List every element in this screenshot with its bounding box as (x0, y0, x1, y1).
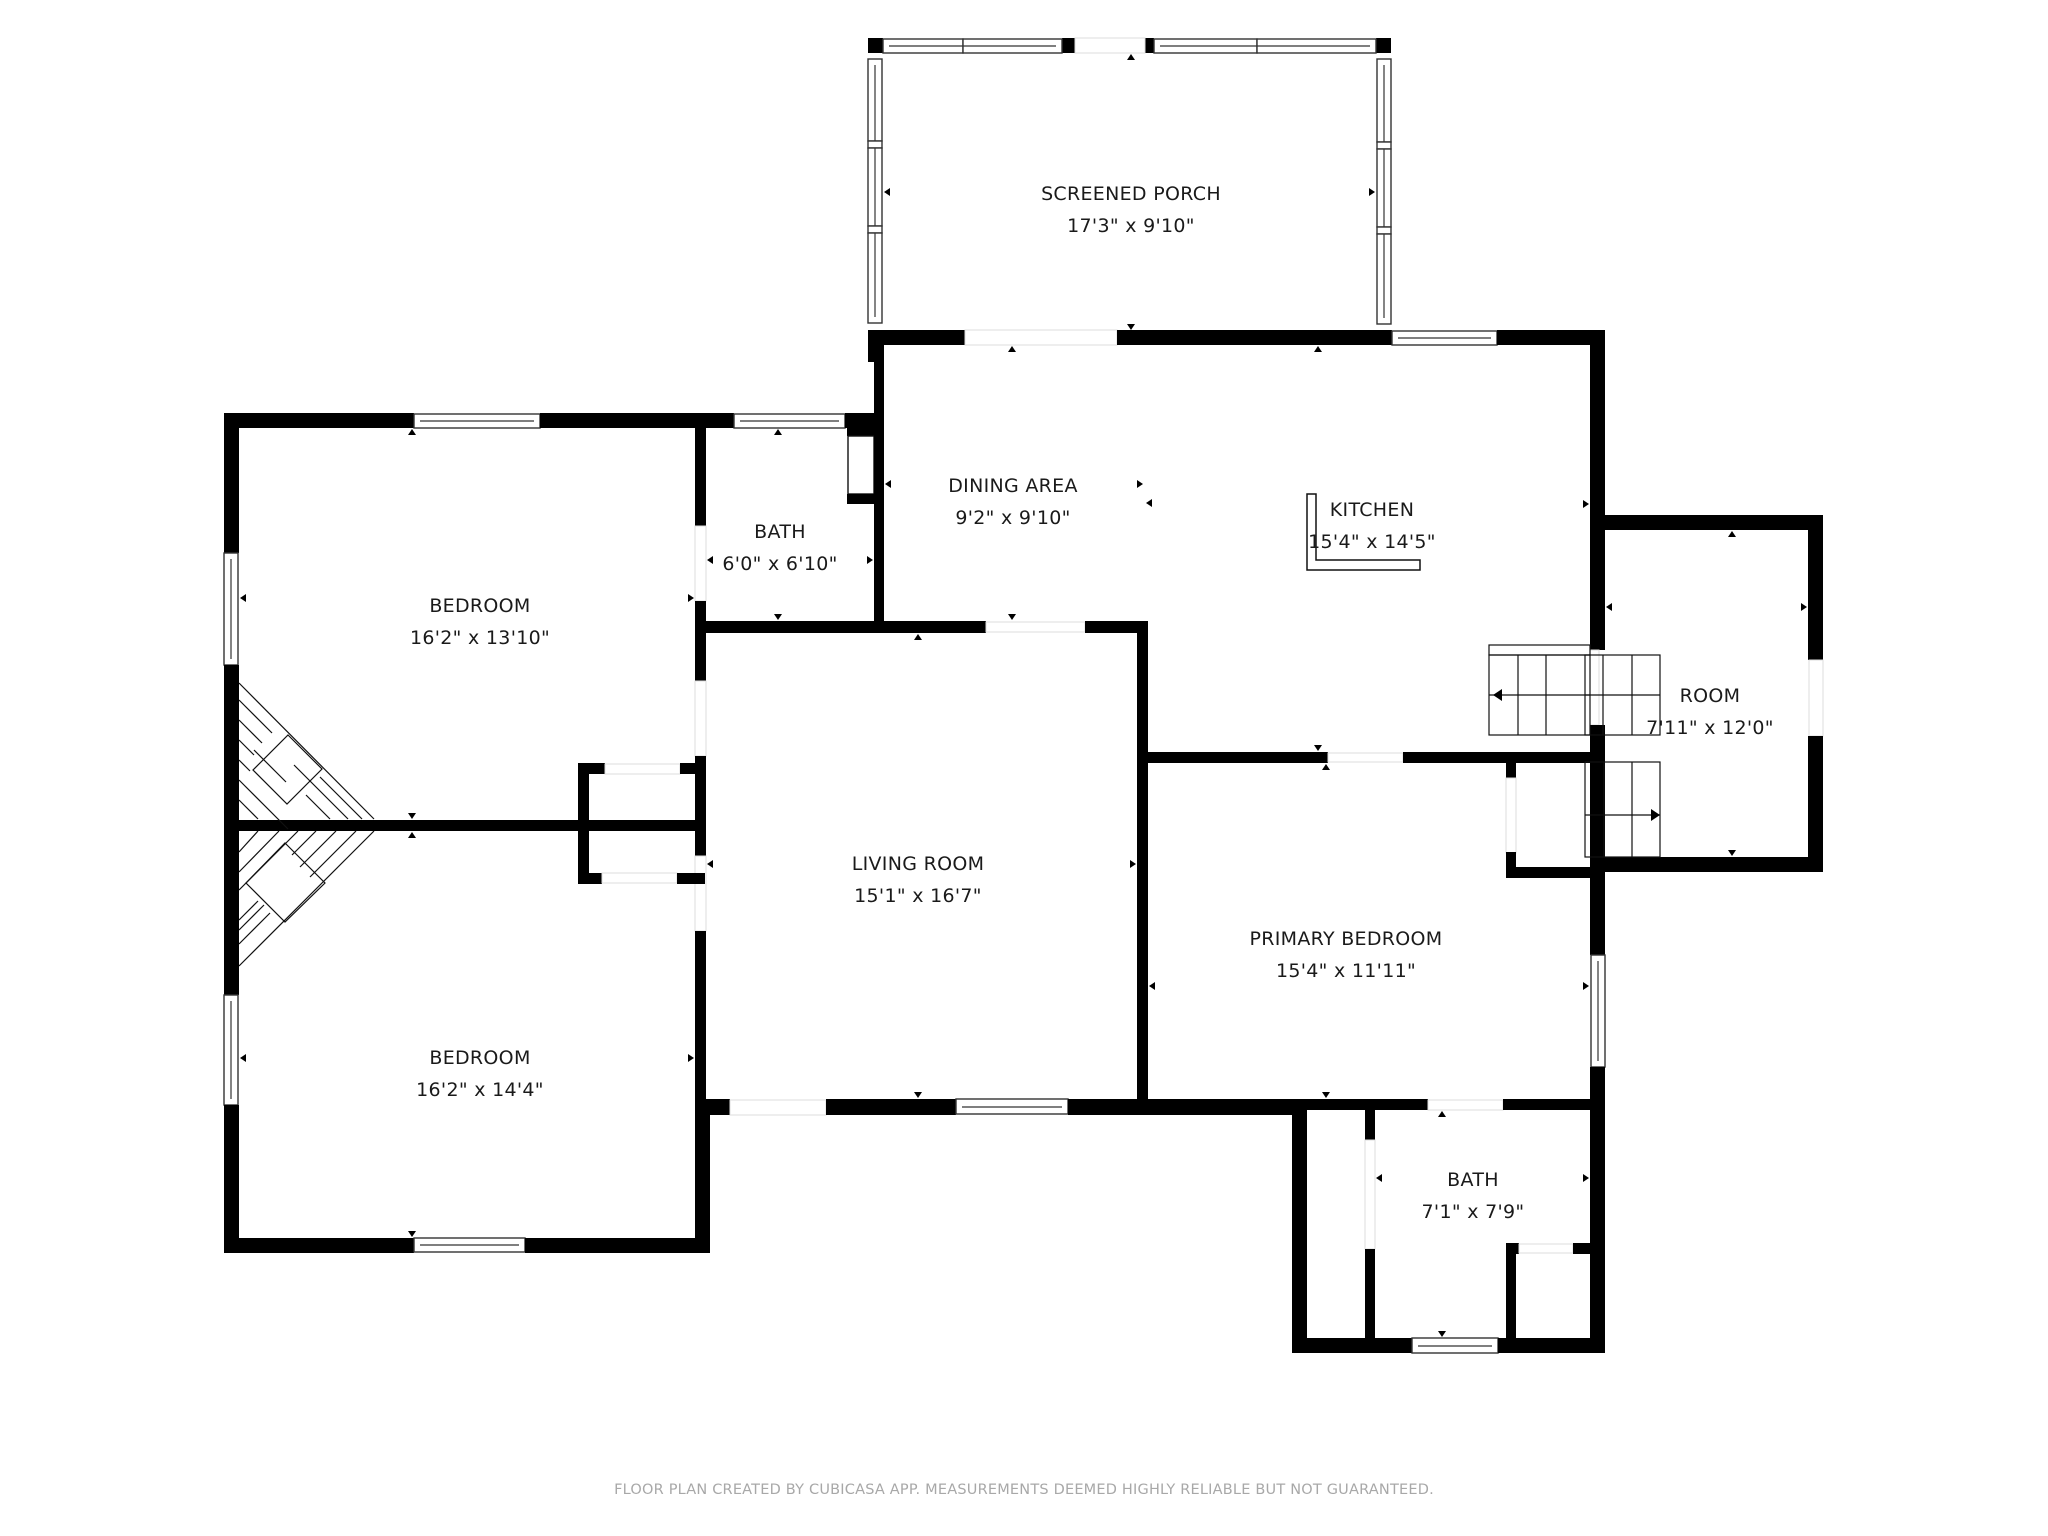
room-name: PRIMARY BEDROOM (1249, 928, 1443, 950)
room-label-primary-bedroom: PRIMARY BEDROOM 15'4" x 11'11" (1250, 923, 1443, 987)
room-label-living-room: LIVING ROOM 15'1" x 16'7" (852, 848, 985, 912)
room-label-bedroom-1: BEDROOM 16'2" x 13'10" (410, 590, 550, 654)
room-dimensions: 9'2" x 9'10" (955, 507, 1071, 529)
room-name: ROOM (1679, 685, 1741, 707)
room-label-room: ROOM 7'11" x 12'0" (1646, 680, 1774, 744)
disclaimer-text: FLOOR PLAN CREATED BY CUBICASA APP. MEAS… (614, 1482, 1434, 1498)
room-name: DINING AREA (948, 475, 1078, 497)
room-name: SCREENED PORCH (1041, 183, 1221, 205)
room-name: KITCHEN (1329, 499, 1415, 521)
room-dimensions: 6'0" x 6'10" (722, 553, 838, 575)
room-dimensions: 7'1" x 7'9" (1421, 1201, 1525, 1223)
room-dimensions: 16'2" x 13'10" (409, 627, 551, 649)
stairs-room-upper (1584, 654, 1661, 736)
room-name: LIVING ROOM (851, 853, 985, 875)
kitchen-counter (1306, 493, 1421, 571)
room-dimensions: 15'4" x 14'5" (1308, 531, 1436, 553)
room-label-kitchen: KITCHEN 15'4" x 14'5" (1308, 494, 1436, 558)
room-dimensions: 16'2" x 14'4" (416, 1079, 544, 1101)
main-walls (223, 330, 1824, 1354)
room-label-bedroom-2: BEDROOM 16'2" x 14'4" (416, 1042, 544, 1106)
room-name: BEDROOM (429, 595, 531, 617)
corner-stairs (238, 682, 375, 967)
room-dimensions: 17'3" x 9'10" (1067, 215, 1195, 237)
room-dimensions: 7'11" x 12'0" (1646, 717, 1774, 739)
room-label-bath-2: BATH 7'1" x 7'9" (1422, 1164, 1525, 1228)
room-dimensions: 15'4" x 11'11" (1275, 960, 1417, 982)
room-label-bath-1: BATH 6'0" x 6'10" (722, 516, 837, 580)
fixtures (238, 493, 1661, 967)
stairs-kitchen (1488, 644, 1591, 736)
room-label-dining-area: DINING AREA 9'2" x 9'10" (948, 470, 1078, 534)
room-name: BEDROOM (429, 1047, 531, 1069)
room-dimensions: 15'1" x 16'7" (854, 885, 982, 907)
room-name: BATH (754, 521, 806, 543)
screened-porch-walls (867, 37, 1392, 362)
stairs-room-lower (1584, 761, 1661, 858)
dimension-markers (240, 54, 1807, 1337)
room-label-screened-porch: SCREENED PORCH 17'3" x 9'10" (1041, 178, 1221, 242)
room-name: BATH (1447, 1169, 1499, 1191)
